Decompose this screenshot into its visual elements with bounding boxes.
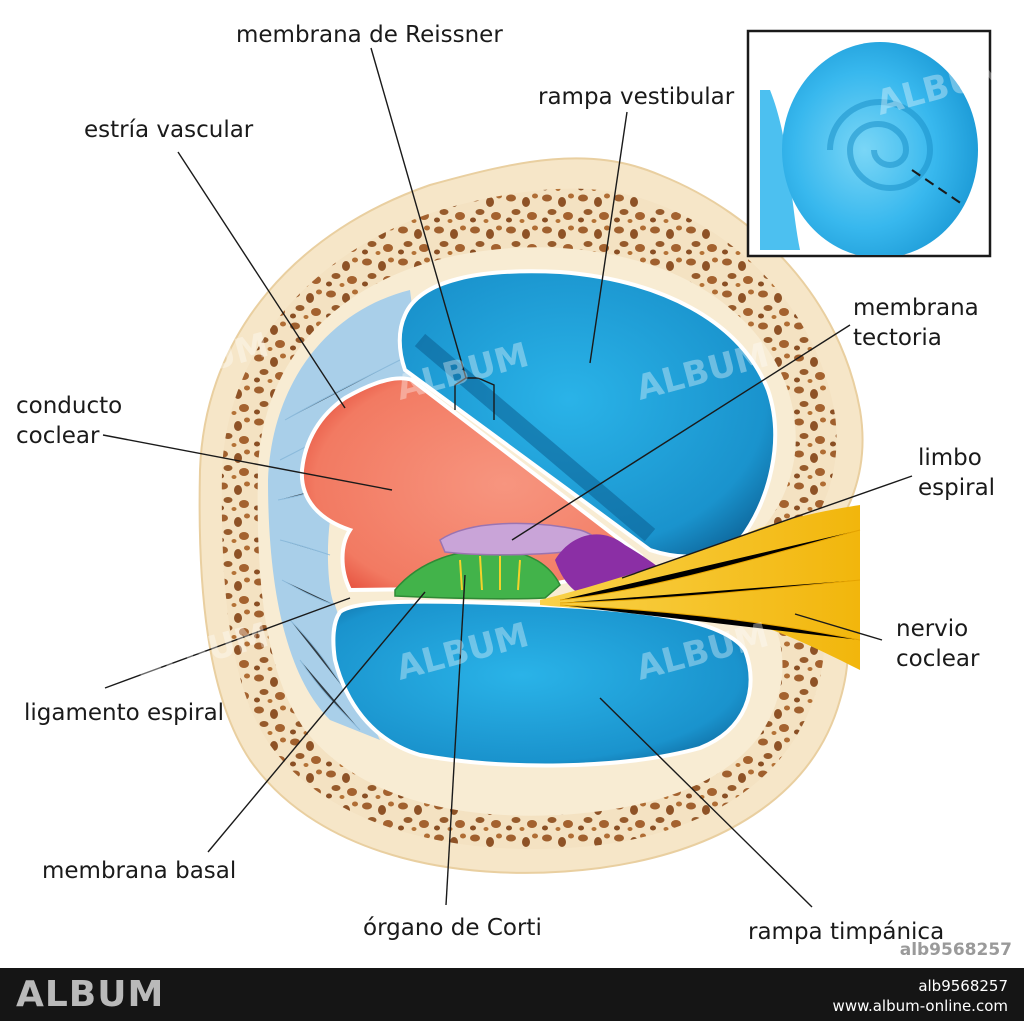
nerve-fibers bbox=[559, 529, 861, 641]
cochlea-cross-section-diagram: ALBUM ALBUM ALBUM ALBUM ALBUM ALBUM ALBU… bbox=[16, 22, 996, 945]
label-stria-vascularis: estría vascular bbox=[84, 117, 254, 143]
label-organ-of-corti: órgano de Corti bbox=[363, 915, 542, 941]
scala-vestibuli bbox=[397, 269, 778, 559]
svg-text:ALBUM: ALBUM bbox=[392, 55, 533, 129]
label-spiral-ligament: ligamento espiral bbox=[24, 700, 225, 726]
inset-cochlea bbox=[746, 29, 992, 258]
label-scala-tympani: rampa timpánica bbox=[748, 919, 945, 945]
cochlea-illustration: ALBUM ALBUM ALBUM ALBUM ALBUM ALBUM ALBU… bbox=[102, 29, 992, 908]
label-reissner-membrane: membrana de Reissner bbox=[236, 22, 503, 48]
scala-tympani bbox=[331, 599, 753, 768]
leader-lines bbox=[102, 47, 913, 908]
label-basilar-membrane: membrana basal bbox=[42, 858, 237, 884]
svg-text:ALBUM: ALBUM bbox=[132, 50, 273, 124]
footer-bar: ALBUM alb9568257 www.album-online.com bbox=[0, 968, 1024, 1021]
footer-credit: alb9568257 www.album-online.com bbox=[833, 976, 1008, 1016]
label-scala-vestibuli: rampa vestibular bbox=[538, 84, 735, 110]
image-id-stamp: alb9568257 bbox=[899, 940, 1012, 960]
reissner-shadow bbox=[414, 333, 656, 542]
album-logo: ALBUM bbox=[16, 974, 165, 1015]
footer-image-id: alb9568257 bbox=[918, 977, 1008, 995]
footer-site: www.album-online.com bbox=[832, 997, 1008, 1015]
hair-cells bbox=[459, 555, 521, 591]
